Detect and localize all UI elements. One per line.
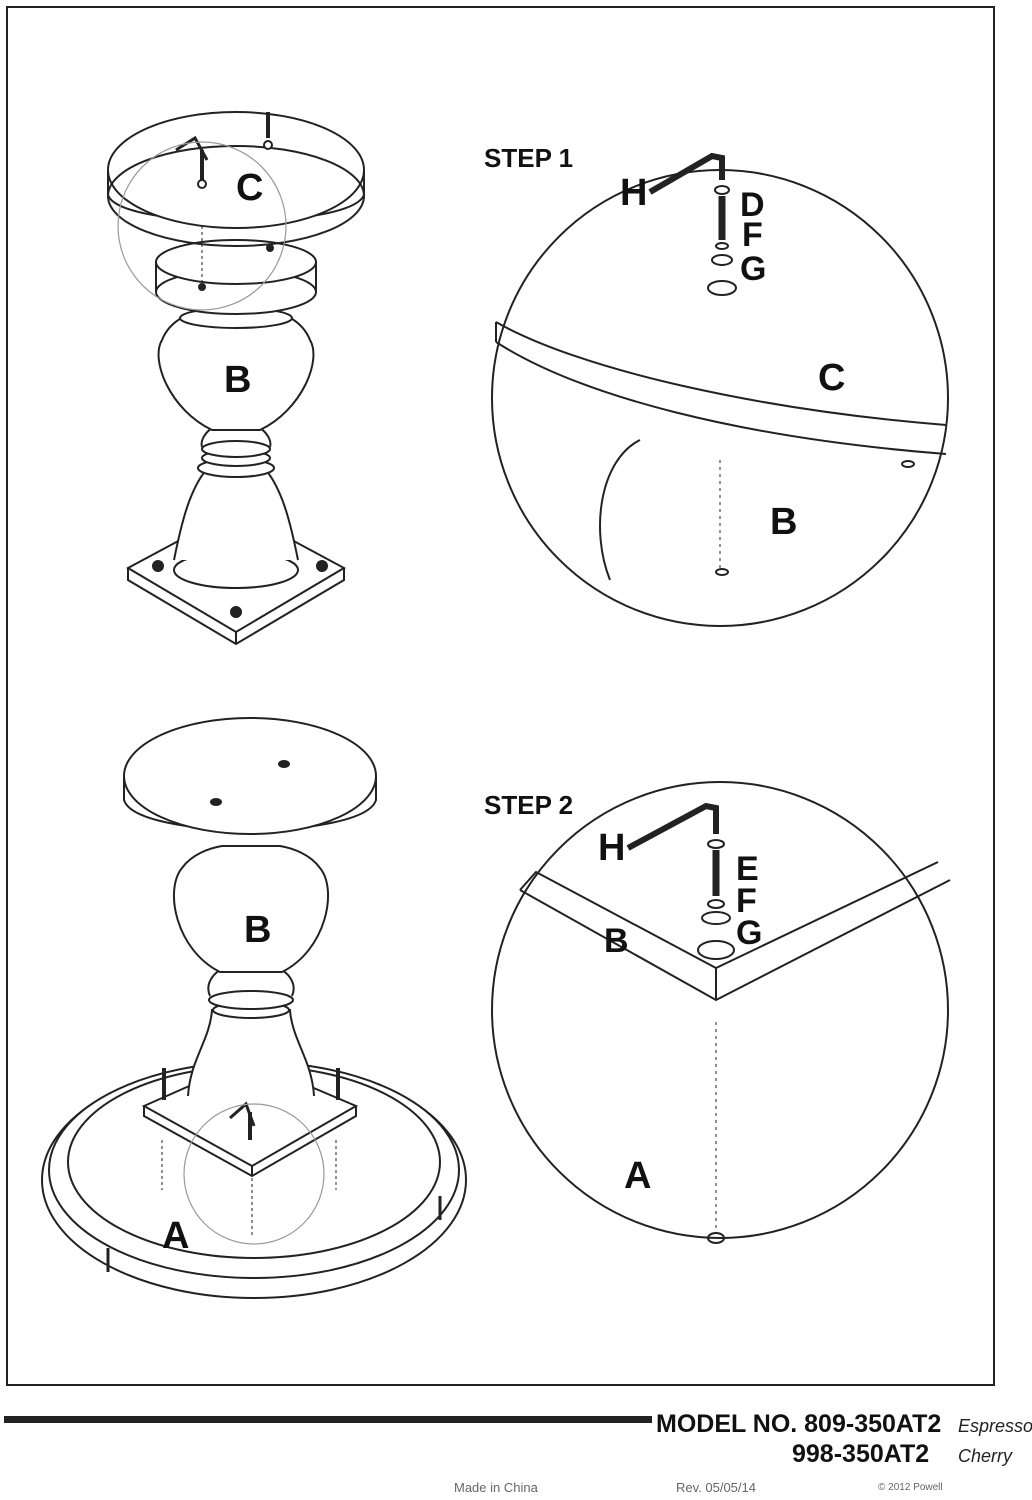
step1-detail-circle <box>491 152 949 627</box>
revision-label: Rev. 05/05/14 <box>676 1480 756 1495</box>
footer-rule <box>4 1416 652 1423</box>
step2-detail-circle <box>491 781 951 1244</box>
step1-part-f: F <box>742 216 763 254</box>
pedestal-top-assembly <box>107 111 365 646</box>
step2-heading: STEP 2 <box>484 790 573 820</box>
step1-part-h: H <box>620 172 647 214</box>
model-number-2: 998-350AT2 <box>792 1440 930 1468</box>
step1-part-d: D <box>740 186 765 224</box>
step1-part-c: C <box>818 357 845 399</box>
finish-cherry: Cherry <box>958 1446 1013 1466</box>
step2-part-a: A <box>624 1155 651 1197</box>
step1-heading: STEP 1 <box>484 143 573 173</box>
step1-part-g: G <box>740 250 766 288</box>
step1-part-b: B <box>770 501 797 543</box>
step2-part-f: F <box>736 882 757 920</box>
pedestal-base-assembly <box>41 717 467 1299</box>
made-in-label: Made in China <box>454 1480 538 1495</box>
step2-part-h: H <box>598 827 625 869</box>
part-c-label: C <box>236 167 263 209</box>
part-a-label: A <box>162 1215 189 1257</box>
finish-espresso: Espresso <box>958 1416 1032 1436</box>
diagram-frame <box>6 6 995 1386</box>
copyright-label: © 2012 Powell <box>878 1482 943 1493</box>
step2-part-g: G <box>736 914 762 952</box>
model-number: MODEL NO. 809-350AT2 <box>656 1410 942 1438</box>
part-b-label: B <box>224 359 251 401</box>
part-b-label-2: B <box>244 909 271 951</box>
step2-part-e: E <box>736 850 759 888</box>
step2-part-b: B <box>604 922 629 960</box>
